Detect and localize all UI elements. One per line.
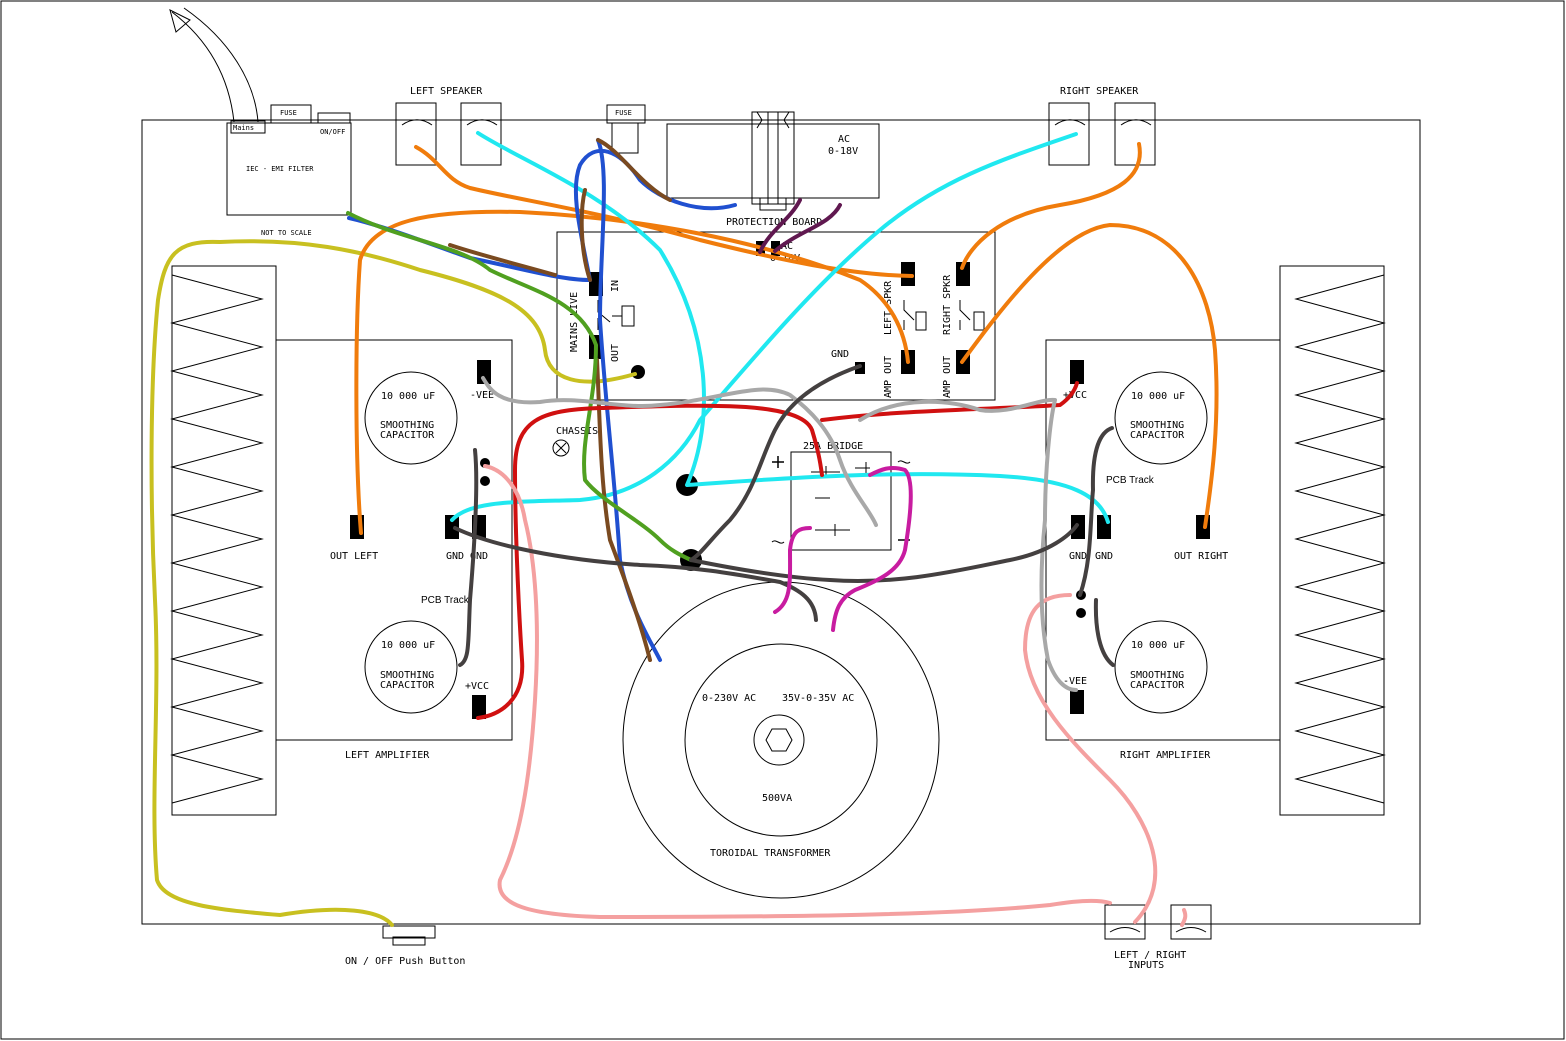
iec-emi-filter: Mains FUSE ON/OFF IEC - EMI FILTER NOT T… [226, 104, 352, 237]
cap-line2: CAPACITOR [380, 430, 435, 441]
ground-point [631, 365, 645, 379]
wire-orange [354, 209, 910, 535]
chassis-ground: CHASSIS [552, 426, 598, 457]
right-heatsink [1279, 265, 1386, 816]
toroidal-label: TOROIDAL TRANSFORMER [710, 848, 831, 859]
cap-line1: SMOOTHING [380, 420, 434, 431]
wires [149, 131, 1219, 927]
on-off-push-button[interactable]: ON / OFF Push Button [345, 925, 465, 967]
mid-fuse: FUSE [606, 104, 646, 154]
right-spkr-terminal [956, 262, 970, 286]
secondary-label: 35V-0-35V AC [782, 693, 854, 704]
cap-value: 10 000 uF [1131, 391, 1185, 402]
ac-board-label-1: AC [781, 241, 793, 252]
gnd-board-label: GND [831, 349, 849, 360]
wire-yellow [149, 239, 637, 927]
ac-transformer-label-2: 0-18V [828, 146, 858, 157]
amp-out-left-label: AMP OUT [883, 356, 894, 398]
minus-vee-left-label: -VEE [470, 390, 494, 401]
right-spkr-label: RIGHT SPKR [942, 274, 953, 335]
va-label: 500VA [762, 793, 792, 804]
wire-magenta [773, 465, 913, 632]
chassis-outline [141, 119, 1421, 925]
left-amplifier-board: LEFT AMPLIFIER 10 000 uF SMOOTHING CAPAC… [275, 339, 513, 761]
cap-line1: SMOOTHING [1130, 420, 1184, 431]
mains-live-label: MAINS LIVE [569, 292, 580, 352]
out-left-label: OUT LEFT [330, 551, 378, 562]
plus-vcc-right-terminal [1070, 360, 1084, 384]
gnd-l2-label: GND [470, 551, 488, 562]
gnd-l1-label: GND [446, 551, 464, 562]
mains-label: Mains [233, 124, 254, 132]
cap-value: 10 000 uF [381, 391, 435, 402]
amp-out-right-label: AMP OUT [942, 356, 953, 398]
left-amplifier-label: LEFT AMPLIFIER [345, 750, 430, 761]
wire-orange [960, 223, 1219, 529]
pcb-track-left-label: PCB Track [421, 595, 470, 606]
wire-pink [1180, 908, 1188, 927]
fuse-top-label: FUSE [280, 109, 297, 117]
pcb-track-right-label: PCB Track [1106, 475, 1155, 486]
chassis-label: CHASSIS [556, 426, 598, 437]
on-off-button-label: ON / OFF Push Button [345, 956, 465, 967]
left-speaker-label: LEFT SPEAKER [410, 86, 483, 97]
left-speaker-terminals: LEFT SPEAKER [395, 86, 502, 166]
cap-value: 10 000 uF [1131, 640, 1185, 651]
out-right-label: OUT RIGHT [1174, 551, 1228, 562]
ac-transformer-label-1: AC [838, 134, 850, 145]
minus-vee-right-terminal [1070, 690, 1084, 714]
gnd-r1-label: GND [1069, 551, 1087, 562]
wire-gray [481, 376, 1078, 692]
cap-line2: CAPACITOR [1130, 430, 1185, 441]
fuse-mid-label: FUSE [615, 109, 632, 117]
smoothing-capacitor [1114, 371, 1208, 465]
primary-label: 0-230V AC [702, 693, 756, 704]
toroidal-transformer: 0-230V AC 35V-0-35V AC 500VA TOROIDAL TR… [622, 581, 940, 899]
cap-line2: CAPACITOR [380, 680, 435, 691]
cap-line2: CAPACITOR [1130, 680, 1185, 691]
left-heatsink [170, 265, 277, 816]
smoothing-capacitor [1114, 620, 1208, 714]
protection-board-label: PROTECTION BOARD [726, 217, 822, 228]
right-amplifier-board: RIGHT AMPLIFIER 10 000 uF SMOOTHING CAPA… [1045, 339, 1281, 761]
plus-vcc-terminal [472, 695, 486, 719]
smoothing-capacitor [364, 371, 458, 465]
mains-cable [169, 7, 259, 123]
minus-vee-right-label: -VEE [1063, 676, 1087, 687]
right-amplifier-label: RIGHT AMPLIFIER [1120, 750, 1211, 761]
not-to-scale-label: NOT TO SCALE [261, 229, 312, 237]
cap-value: 10 000 uF [381, 640, 435, 651]
gnd-r2-label: GND [1095, 551, 1113, 562]
smoothing-capacitor [364, 620, 458, 714]
cap-line1: SMOOTHING [380, 670, 434, 681]
minus-vee-terminal [477, 360, 491, 384]
out-label: OUT [610, 344, 621, 362]
iec-filter-label: IEC - EMI FILTER [246, 165, 314, 173]
gnd-left-terminal-1 [445, 515, 459, 539]
wire-orange [960, 142, 1142, 270]
inputs-label-2: INPUTS [1128, 960, 1164, 971]
cap-line1: SMOOTHING [1130, 670, 1184, 681]
inputs-label-1: LEFT / RIGHT [1114, 950, 1186, 961]
plus-vcc-right-label: +VCC [1063, 390, 1087, 401]
protection-transformer: AC 0-18V PROTECTION BOARD [666, 111, 880, 228]
wire-darkgray [453, 364, 1115, 667]
wire-cyan [450, 132, 1078, 522]
right-speaker-label: RIGHT SPEAKER [1060, 86, 1139, 97]
wire-orange [414, 145, 914, 278]
wire-green [346, 211, 693, 562]
left-right-inputs: LEFT / RIGHT INPUTS [1104, 904, 1212, 971]
plus-vcc-left-label: +VCC [465, 681, 489, 692]
wire-purple [758, 198, 842, 254]
in-label: IN [610, 280, 621, 292]
on-off-label: ON/OFF [320, 128, 345, 136]
wire-brown [448, 138, 672, 662]
right-speaker-terminals: RIGHT SPEAKER [1048, 86, 1156, 166]
